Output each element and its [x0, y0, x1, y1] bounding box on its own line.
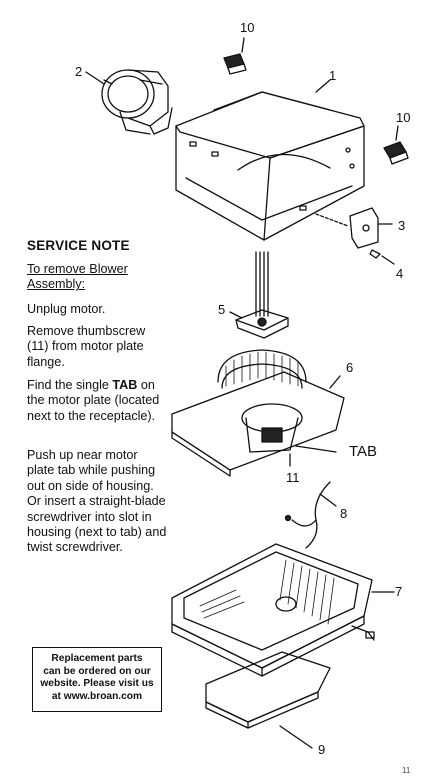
box-line-3: website. Please visit us [40, 678, 154, 690]
subtitle-line-1: To remove Blower [27, 262, 128, 276]
step-unplug: Unplug motor. [27, 302, 106, 316]
callout-2: 2 [75, 64, 83, 79]
clip-part-10-right [383, 125, 409, 165]
housing-part-1 [175, 79, 365, 241]
page-number: 11 [402, 766, 411, 775]
bracket-part-3 [349, 207, 393, 249]
box-line-1: Replacement parts [51, 653, 143, 664]
replacement-parts-box: Replacement parts can be ordered on our … [32, 647, 162, 712]
callout-10-top: 10 [240, 20, 255, 35]
wire-harness-part-8 [284, 481, 337, 549]
clip-part-10-top [223, 37, 247, 75]
screw-part-4 [369, 249, 395, 265]
callout-4: 4 [396, 266, 404, 281]
step-push-up: Push up near motor plate tab while pushi… [27, 448, 167, 555]
callout-8: 8 [340, 506, 348, 521]
callout-9: 9 [318, 742, 326, 757]
callout-1: 1 [329, 68, 337, 83]
blower-assembly-part-6 [171, 349, 345, 477]
service-note-title: SERVICE NOTE [27, 238, 130, 253]
step-find-tab-prefix: Find the single [27, 378, 113, 392]
callout-6: 6 [346, 360, 354, 375]
callout-5: 5 [218, 302, 226, 317]
box-line-4: at www.broan.com [51, 690, 143, 702]
duct-connector-part-2 [85, 69, 173, 135]
grille-part-7 [171, 543, 395, 677]
box-line-2: can be ordered on our [43, 665, 151, 677]
step-remove-thumbscrew: Remove thumbscrew (11) from motor plate … [27, 324, 146, 369]
tab-callout-label: TAB [349, 443, 378, 460]
service-note-subtitle: To remove Blower Assembly: [27, 262, 177, 293]
step-find-tab: Find the single TAB on the motor plate (… [27, 378, 167, 424]
callout-11: 11 [286, 470, 300, 485]
callout-10-right: 10 [396, 110, 411, 125]
step-find-tab-suffix: on the motor plate (located next to the … [27, 378, 160, 423]
step-find-tab-bold: TAB [112, 378, 138, 392]
callout-7: 7 [395, 584, 403, 599]
lens-part-9 [205, 651, 331, 749]
receptacle-part-5 [229, 251, 289, 339]
subtitle-line-2: Assembly: [27, 277, 86, 292]
callout-3: 3 [398, 218, 406, 233]
